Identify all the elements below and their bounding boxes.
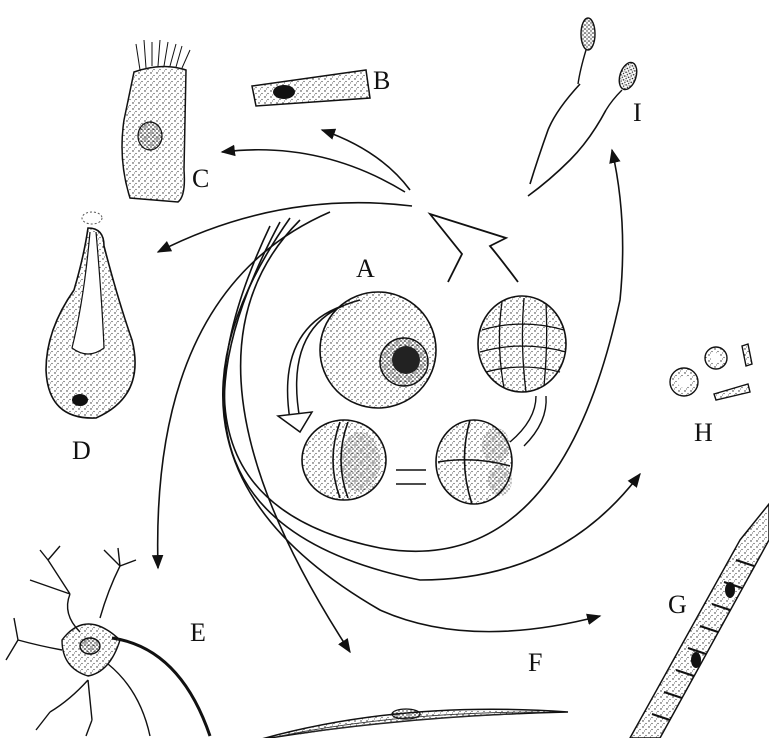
ciliated-cell-c	[122, 40, 190, 202]
label-i: I	[633, 100, 642, 126]
morula	[478, 296, 566, 392]
arrow-to-h	[224, 222, 640, 580]
zygote	[320, 292, 436, 408]
development-hollow-arrow	[430, 214, 518, 282]
label-b: B	[373, 68, 390, 94]
arrow-to-g	[223, 218, 600, 632]
striated-muscle-fiber-g	[630, 504, 769, 738]
label-g: G	[668, 592, 687, 618]
label-c: C	[192, 166, 209, 192]
sperm-cells-i	[528, 18, 640, 196]
label-a: A	[356, 256, 375, 282]
arrow-to-c	[222, 150, 405, 192]
blood-cells-h	[670, 344, 752, 400]
arrow-to-d	[158, 203, 412, 252]
cleavage-arrowhead	[278, 412, 312, 432]
neuron-e	[6, 546, 210, 736]
two-cell-embryo	[302, 420, 386, 500]
label-d: D	[72, 438, 91, 464]
glandular-cell-d	[46, 212, 135, 418]
cleavage-connector	[396, 470, 426, 484]
smooth-muscle-cell-f	[258, 709, 568, 738]
label-h: H	[694, 420, 713, 446]
four-cell-embryo	[436, 420, 512, 504]
label-f: F	[528, 650, 542, 676]
epithelial-cell-b	[252, 70, 370, 106]
morula-connector	[510, 396, 546, 446]
label-e: E	[190, 620, 206, 646]
arrow-to-e	[158, 212, 330, 568]
